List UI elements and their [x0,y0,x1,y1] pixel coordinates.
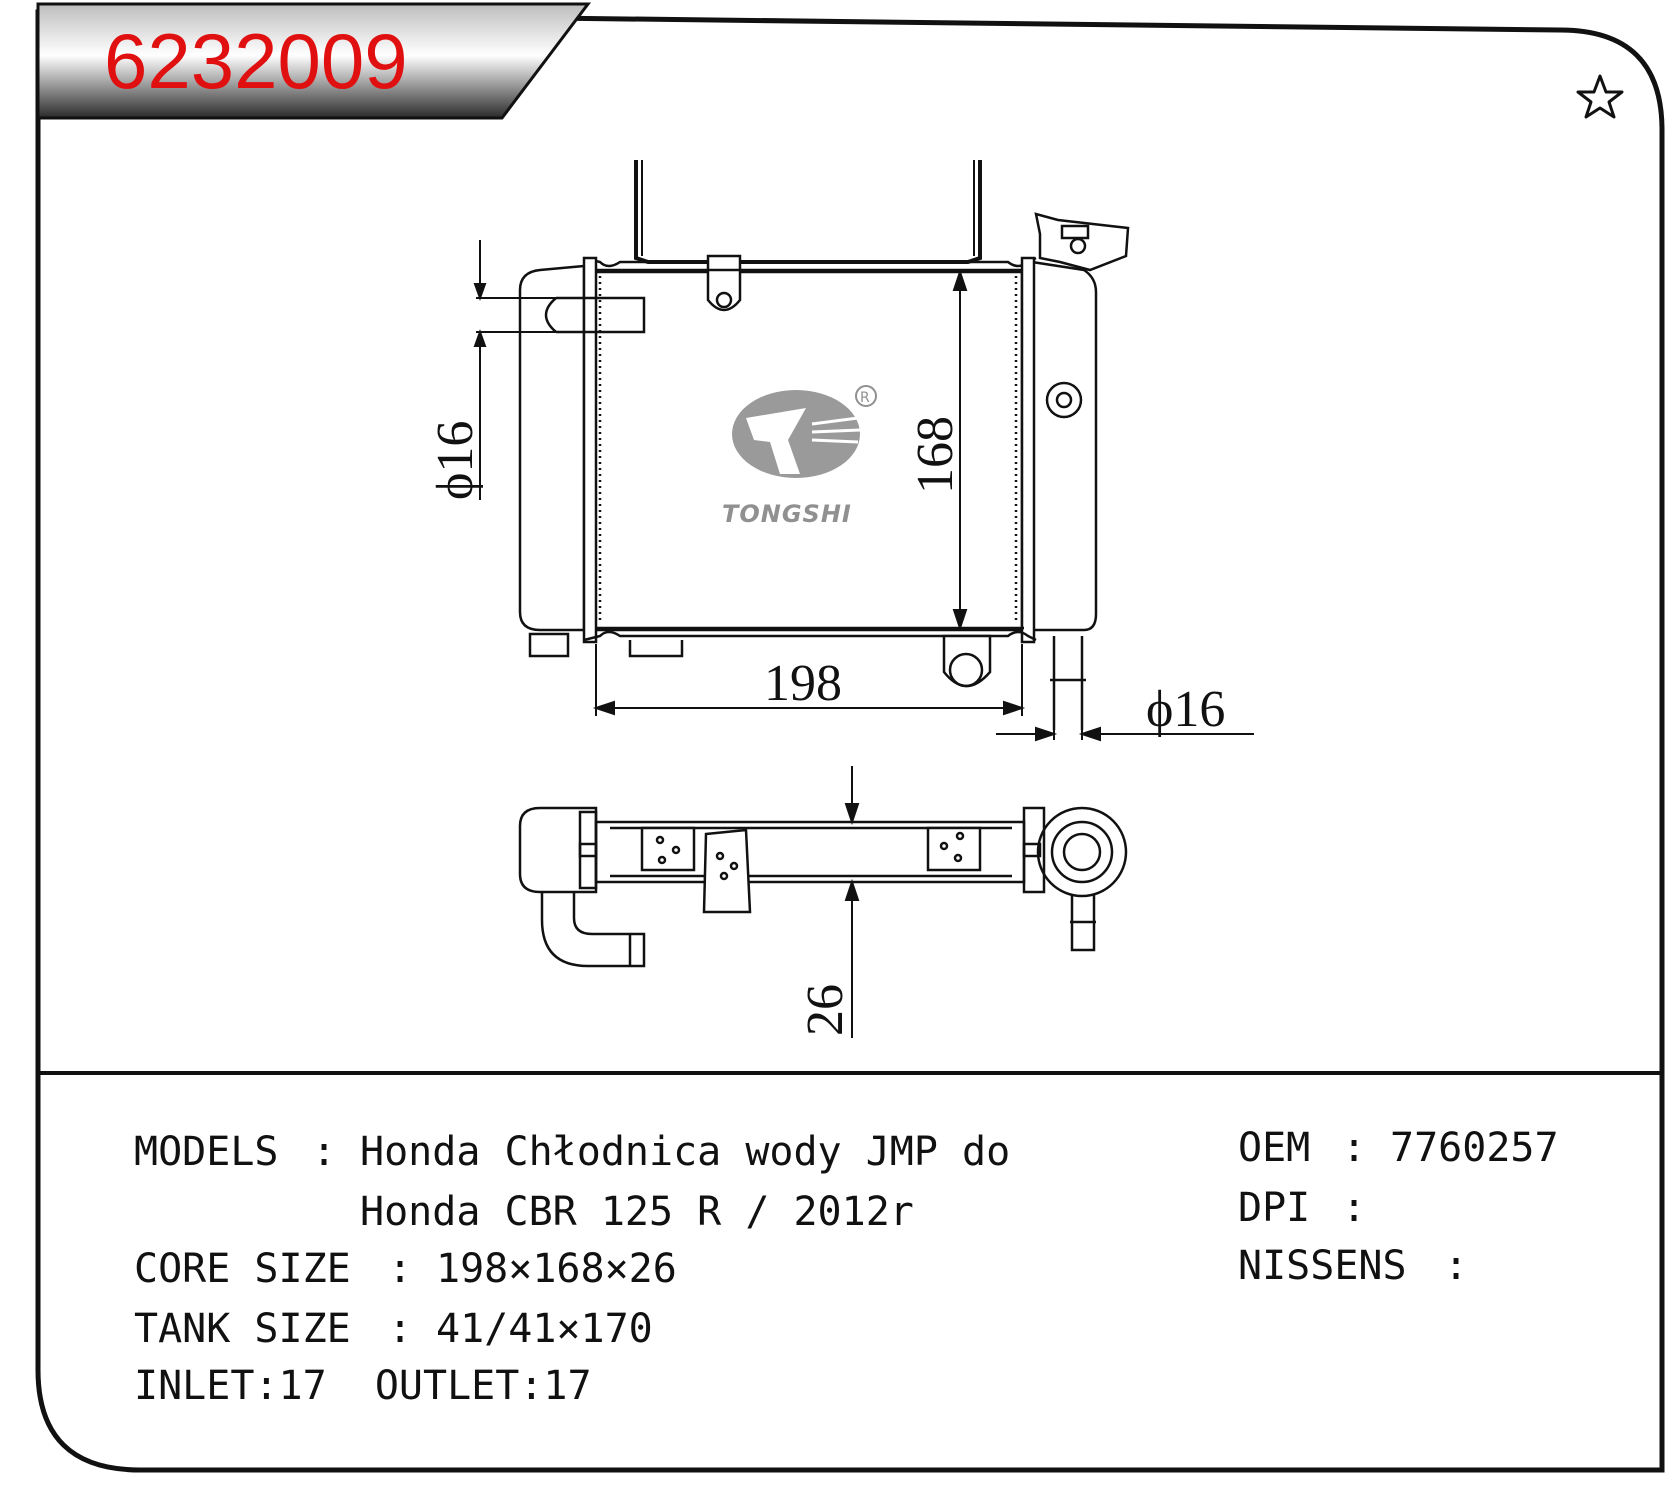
core-depth-label: 26 [797,984,854,1036]
oem-label: OEM [1238,1125,1311,1171]
oem-value: 7760257 [1390,1125,1559,1171]
core-size-colon: : [388,1246,413,1292]
registered-mark-icon [855,385,877,407]
tank-size-colon: : [388,1306,413,1352]
part-number-banner: 6232009 [36,2,592,120]
radiator-front-view [518,160,1130,730]
core-height-label: 168 [907,416,964,494]
core-size-label: CORE SIZE [134,1246,351,1292]
part-number: 6232009 [104,17,408,105]
models-line-1: Honda Chłodnica wody JMP do [360,1129,1011,1175]
dpi-colon: : [1342,1185,1367,1231]
dpi-label: DPI [1238,1185,1311,1231]
inlet-diameter-label: ϕ16 [427,421,484,500]
models-label: MODELS [134,1129,279,1175]
tongshi-logo: R TONGSHI [722,385,877,528]
models-line-2: Honda CBR 125 R / 2012r [360,1189,914,1235]
tank-size-value: 41/41×170 [436,1306,653,1352]
brand-name: TONGSHI [722,500,852,528]
dimension-lines [473,240,1254,1038]
registered-mark: R [860,390,870,406]
inlet-outlet: INLET:17 OUTLET:17 [134,1363,592,1409]
oem-colon: : [1342,1125,1367,1171]
radiator-top-view [518,806,1128,968]
models-colon: : [312,1129,337,1175]
outlet-diameter-label: ϕ16 [1146,681,1225,738]
tank-size-label: TANK SIZE [134,1306,351,1352]
core-size-value: 198×168×26 [436,1246,677,1292]
core-width-label: 198 [764,655,842,712]
star-outline-icon[interactable] [1576,74,1624,119]
nissens-label: NISSENS [1238,1243,1407,1289]
nissens-colon: : [1444,1243,1469,1289]
outer-frame [35,9,1665,1473]
